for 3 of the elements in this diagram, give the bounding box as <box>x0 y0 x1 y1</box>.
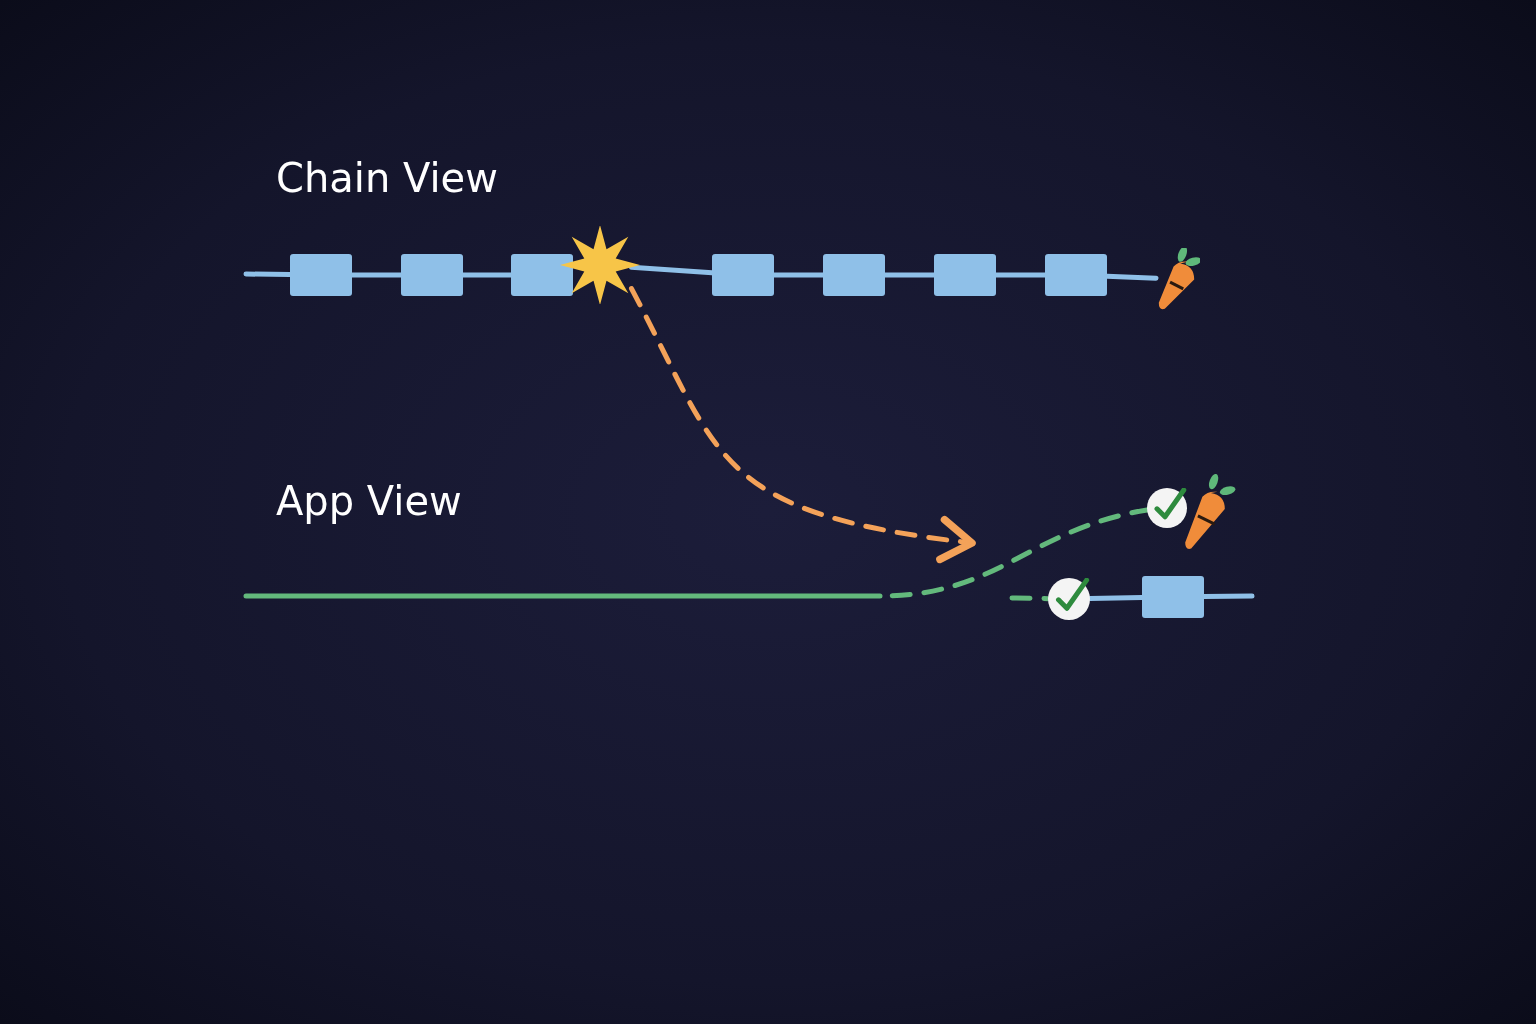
section-heading: Chain View <box>276 155 498 201</box>
arrow <box>629 286 976 563</box>
section-heading: App View <box>276 478 462 524</box>
